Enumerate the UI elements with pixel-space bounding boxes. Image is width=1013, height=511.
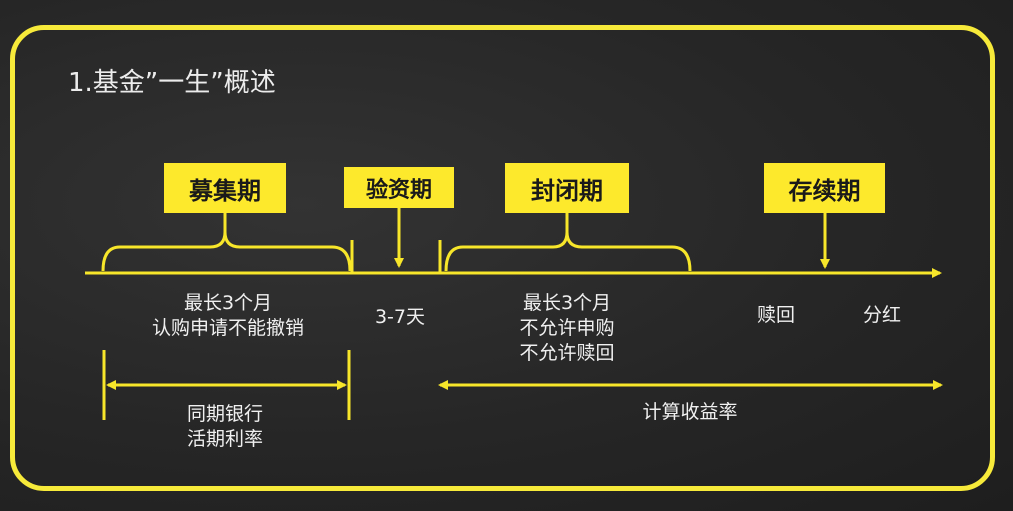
raising-note-line1: 最长3个月: [183, 292, 273, 314]
stage-closed-label: 封闭期: [505, 163, 629, 213]
closed-note-line3: 不允许赎回: [519, 342, 615, 364]
closed-note: 最长3个月 不允许申购 不允许赎回: [500, 291, 634, 366]
dividend-label: 分红: [862, 304, 901, 326]
raising-brace: [101, 231, 352, 272]
bank-rate-line1: 同期银行: [186, 403, 263, 425]
verification-days: 3-7天: [374, 306, 426, 328]
yield-label: 计算收益率: [642, 401, 738, 423]
slide-title: 1.基金”一生”概述: [68, 68, 276, 98]
stage-verification-label: 验资期: [344, 167, 454, 208]
raising-note-line2: 认购申请不能撤销: [151, 317, 304, 339]
closed-brace: [444, 231, 692, 272]
bank-rate-line2: 活期利率: [186, 428, 263, 450]
closed-note-line2: 不允许申购: [519, 317, 615, 339]
stage-raising-label: 募集期: [164, 163, 286, 213]
stage-duration-label: 存续期: [764, 163, 885, 213]
redeem-label: 赎回: [756, 304, 795, 326]
raising-note: 最长3个月 认购申请不能撤销: [140, 291, 316, 341]
slide-frame: [10, 25, 995, 491]
bank-rate-note: 同期银行 活期利率: [160, 402, 290, 452]
closed-note-line1: 最长3个月: [522, 292, 612, 314]
